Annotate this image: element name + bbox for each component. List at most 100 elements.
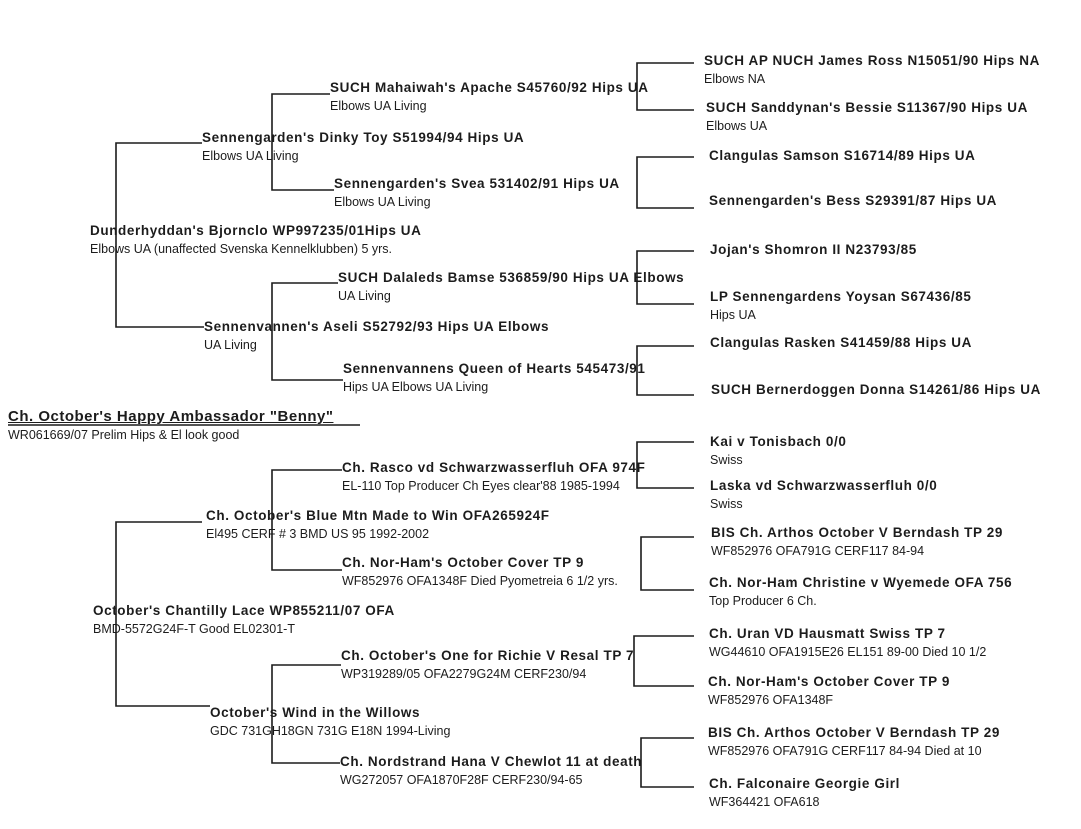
dam-entry: October's Chantilly Lace WP855211/07 OFA…	[93, 602, 395, 638]
sire-sire-sire-details: Elbows UA Living	[330, 99, 427, 113]
dam-dam-sire-dam-details: WF852976 OFA1348F	[708, 693, 834, 707]
dam-sire-sire-sire-name: Kai v Tonisbach 0/0	[710, 434, 847, 449]
dam-sire-sire-dam-details: Swiss	[710, 497, 743, 511]
sire-dam-name: Sennenvannen's Aseli S52792/93 Hips UA E…	[204, 319, 550, 334]
connector-sire-dam	[271, 282, 343, 381]
dam-dam-dam-dam-name: Ch. Falconaire Georgie Girl	[709, 776, 900, 791]
dam-sire-details: El495 CERF # 3 BMD US 95 1992-2002	[206, 527, 430, 541]
dam-sire-dam-dam-details: Top Producer 6 Ch.	[709, 594, 817, 608]
connector-dam	[115, 521, 210, 707]
dam-sire-sire-sire-details: Swiss	[710, 453, 743, 467]
sire-dam-dam-entry: Sennenvannens Queen of Hearts 545473/91 …	[343, 360, 646, 396]
dam-dam-dam-name: Ch. Nordstrand Hana V Chewlot 11 at deat…	[340, 754, 643, 769]
dds-dam-entry: Ch. Nor-Ham's October Cover TP 9 WF85297…	[708, 673, 950, 709]
sire-sire-dam-name: Sennengarden's Svea 531402/91 Hips UA	[334, 176, 620, 191]
dsd-dam-entry: Ch. Nor-Ham Christine v Wyemede OFA 756 …	[709, 574, 1012, 610]
sire-sire-dam-entry: Sennengarden's Svea 531402/91 Hips UA El…	[334, 175, 620, 211]
dam-dam-sire-details: WP319289/05 OFA2279G24M CERF230/94	[341, 667, 587, 681]
ssd-dam-entry: Sennengarden's Bess S29391/87 Hips UA	[709, 192, 997, 210]
sire-dam-sire-sire-name: Jojan's Shomron II N23793/85	[710, 242, 917, 257]
connector-sire	[115, 142, 204, 328]
sire-name: Dunderhyddan's Bjornclo WP997235/01Hips …	[90, 223, 422, 238]
sire-sire-entry: Sennengarden's Dinky Toy S51994/94 Hips …	[202, 129, 524, 165]
sire-dam-dam-name: Sennenvannens Queen of Hearts 545473/91	[343, 361, 646, 376]
sire-dam-sire-dam-name: LP Sennengardens Yoysan S67436/85	[710, 289, 972, 304]
sss-sire-entry: SUCH AP NUCH James Ross N15051/90 Hips N…	[704, 52, 1040, 88]
sire-dam-dam-details: Hips UA Elbows UA Living	[343, 380, 489, 394]
sire-sire-sire-dam-name: SUCH Sanddynan's Bessie S11367/90 Hips U…	[706, 100, 1028, 115]
dam-dam-sire-dam-name: Ch. Nor-Ham's October Cover TP 9	[708, 674, 950, 689]
dam-sire-dam-entry: Ch. Nor-Ham's October Cover TP 9 WF85297…	[342, 554, 618, 590]
dam-sire-entry: Ch. October's Blue Mtn Made to Win OFA26…	[206, 507, 550, 543]
dam-dam-entry: October's Wind in the Willows GDC 731GH1…	[210, 704, 450, 740]
sire-sire-sire-sire-details: Elbows NA	[704, 72, 766, 86]
dam-dam-dam-details: WG272057 OFA1870F28F CERF230/94-65	[340, 773, 583, 787]
dam-details: BMD-5572G24F-T Good EL02301-T	[93, 622, 295, 636]
dds-sire-entry: Ch. Uran VD Hausmatt Swiss TP 7 WG44610 …	[709, 625, 986, 661]
dam-dam-name: October's Wind in the Willows	[210, 705, 421, 720]
sire-sire-details: Elbows UA Living	[202, 149, 299, 163]
sss-dam-entry: SUCH Sanddynan's Bessie S11367/90 Hips U…	[706, 99, 1028, 135]
ssd-sire-entry: Clangulas Samson S16714/89 Hips UA	[709, 147, 976, 165]
dam-dam-sire-sire-name: Ch. Uran VD Hausmatt Swiss TP 7	[709, 626, 946, 641]
connector-dam-sire	[271, 469, 342, 571]
connector-ds-dam	[640, 536, 694, 591]
dam-sire-name: Ch. October's Blue Mtn Made to Win OFA26…	[206, 508, 550, 523]
dam-dam-dam-dam-details: WF364421 OFA618	[709, 795, 820, 809]
dam-sire-dam-sire-name: BIS Ch. Arthos October V Berndash TP 29	[711, 525, 1003, 540]
dam-dam-dam-sire-details: WF852976 OFA791G CERF117 84-94 Died at 1…	[708, 744, 982, 758]
ddd-sire-entry: BIS Ch. Arthos October V Berndash TP 29 …	[708, 724, 1000, 760]
dsd-sire-entry: BIS Ch. Arthos October V Berndash TP 29 …	[711, 524, 1003, 560]
dam-dam-dam-sire-name: BIS Ch. Arthos October V Berndash TP 29	[708, 725, 1000, 740]
subject-details: WR061669/07 Prelim Hips & El look good	[8, 428, 240, 442]
dam-sire-dam-dam-name: Ch. Nor-Ham Christine v Wyemede OFA 756	[709, 575, 1013, 590]
sire-sire-sire-entry: SUCH Mahaiwah's Apache S45760/92 Hips UA…	[330, 79, 649, 115]
dam-sire-sire-entry: Ch. Rasco vd Schwarzwasserfluh OFA 974F …	[342, 459, 646, 495]
dam-name: October's Chantilly Lace WP855211/07 OFA	[93, 603, 395, 618]
sds-sire-entry: Jojan's Shomron II N23793/85	[710, 241, 917, 259]
connector-ss-dam	[636, 156, 694, 209]
dam-sire-sire-dam-name: Laska vd Schwarzwasserfluh 0/0	[710, 478, 938, 493]
sire-dam-sire-details: UA Living	[338, 289, 391, 303]
sire-dam-sire-entry: SUCH Dalaleds Bamse 536859/90 Hips UA El…	[338, 269, 684, 305]
ddd-dam-entry: Ch. Falconaire Georgie Girl WF364421 OFA…	[709, 775, 900, 811]
sire-sire-dam-sire-name: Clangulas Samson S16714/89 Hips UA	[709, 148, 976, 163]
dam-dam-sire-name: Ch. October's One for Richie V Resal TP …	[341, 648, 635, 663]
sire-sire-name: Sennengarden's Dinky Toy S51994/94 Hips …	[202, 130, 525, 145]
dam-dam-sire-entry: Ch. October's One for Richie V Resal TP …	[341, 647, 634, 683]
subject-entry: Ch. October's Happy Ambassador "Benny" W…	[8, 408, 333, 444]
dam-sire-dam-details: WF852976 OFA1348F Died Pyometreia 6 1/2 …	[342, 574, 618, 588]
dam-sire-dam-name: Ch. Nor-Ham's October Cover TP 9	[342, 555, 584, 570]
sire-dam-entry: Sennenvannen's Aseli S52792/93 Hips UA E…	[204, 318, 549, 354]
sire-dam-dam-dam-name: SUCH Bernerdoggen Donna S14261/86 Hips U…	[711, 382, 1041, 397]
connector-dd-dam	[640, 737, 694, 788]
sds-dam-entry: LP Sennengardens Yoysan S67436/85 Hips U…	[710, 288, 971, 324]
dam-sire-sire-details: EL-110 Top Producer Ch Eyes clear'88 198…	[342, 479, 620, 493]
dam-dam-details: GDC 731GH18GN 731G E18N 1994-Living	[210, 724, 451, 738]
connector-ds-sire	[636, 441, 694, 489]
sire-sire-dam-dam-name: Sennengarden's Bess S29391/87 Hips UA	[709, 193, 998, 208]
sire-sire-dam-details: Elbows UA Living	[334, 195, 431, 209]
sire-dam-details: UA Living	[204, 338, 257, 352]
sdd-sire-entry: Clangulas Rasken S41459/88 Hips UA	[710, 334, 972, 352]
dam-dam-dam-entry: Ch. Nordstrand Hana V Chewlot 11 at deat…	[340, 753, 642, 789]
connector-sd-dam	[636, 345, 694, 396]
connector-sd-sire	[636, 250, 694, 305]
connector-ss-sire	[636, 62, 694, 111]
sire-sire-sire-name: SUCH Mahaiwah's Apache S45760/92 Hips UA	[330, 80, 649, 95]
sire-dam-sire-name: SUCH Dalaleds Bamse 536859/90 Hips UA El…	[338, 270, 685, 285]
sdd-dam-entry: SUCH Bernerdoggen Donna S14261/86 Hips U…	[711, 381, 1041, 399]
connector-dam-dam	[271, 664, 341, 764]
subject-name: Ch. October's Happy Ambassador "Benny"	[8, 408, 334, 425]
dam-sire-sire-name: Ch. Rasco vd Schwarzwasserfluh OFA 974F	[342, 460, 646, 475]
dam-dam-sire-sire-details: WG44610 OFA1915E26 EL151 89-00 Died 10 1…	[709, 645, 987, 659]
connector-sire-sire	[271, 93, 334, 191]
dss-dam-entry: Laska vd Schwarzwasserfluh 0/0 Swiss	[710, 477, 937, 513]
dam-sire-dam-sire-details: WF852976 OFA791G CERF117 84-94	[711, 544, 925, 558]
sire-sire-sire-dam-details: Elbows UA	[706, 119, 768, 133]
dss-sire-entry: Kai v Tonisbach 0/0 Swiss	[710, 433, 846, 469]
sire-entry: Dunderhyddan's Bjornclo WP997235/01Hips …	[90, 222, 422, 258]
sire-sire-sire-sire-name: SUCH AP NUCH James Ross N15051/90 Hips N…	[704, 53, 1040, 68]
